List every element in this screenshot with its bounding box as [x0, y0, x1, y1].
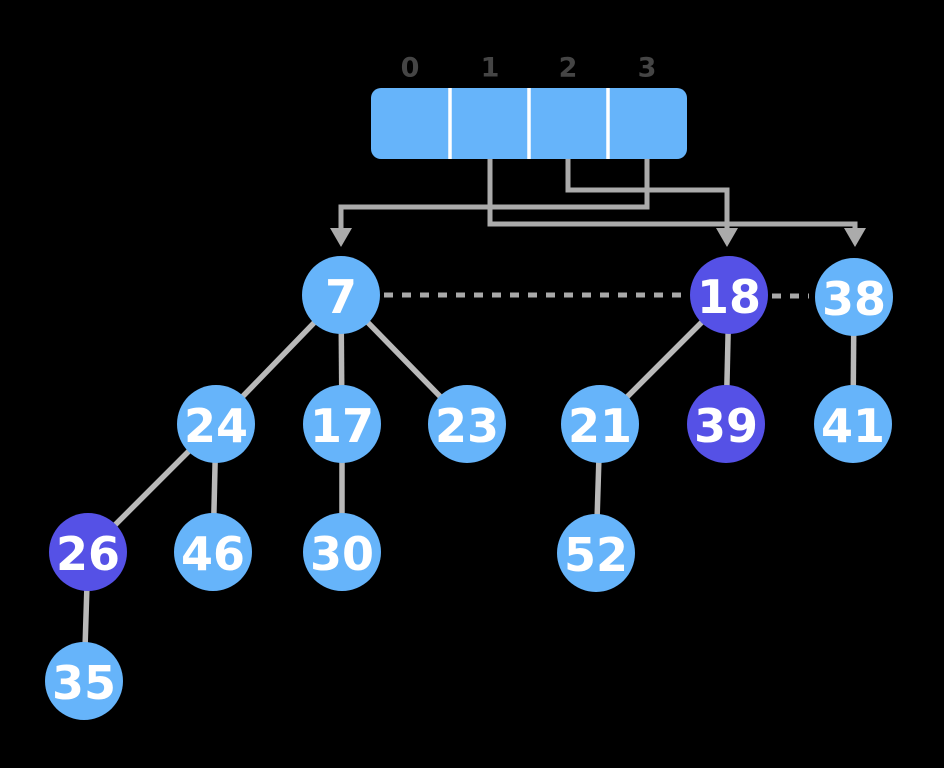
heap-node-17: 17	[303, 385, 381, 463]
heap-node-value: 7	[325, 270, 357, 324]
heap-node-24: 24	[177, 385, 255, 463]
array-index-label-0: 0	[401, 53, 420, 84]
heap-node-value: 35	[52, 656, 116, 710]
arrowhead-icon	[844, 228, 866, 247]
heap-node-46: 46	[174, 513, 252, 591]
heap-node-circle	[814, 385, 892, 463]
heap-node-circle	[177, 385, 255, 463]
heap-node-circle	[302, 256, 380, 334]
heap-node-circle	[687, 385, 765, 463]
array-pointer-arrow-to-7	[338, 159, 650, 228]
arrowhead-icon	[716, 228, 738, 247]
heap-node-value: 46	[181, 527, 245, 581]
array-index-label-1: 1	[481, 53, 500, 84]
heap-node-value: 26	[56, 527, 120, 581]
array-index-label-3: 3	[638, 53, 657, 84]
heap-node-value: 21	[568, 399, 632, 453]
heap-node-30: 30	[303, 513, 381, 591]
heap-node-value: 24	[184, 399, 248, 453]
heap-node-value: 38	[822, 272, 886, 326]
heap-node-circle	[557, 514, 635, 592]
heap-node-circle	[174, 513, 252, 591]
heap-node-value: 18	[697, 270, 761, 324]
heap-node-23: 23	[428, 385, 506, 463]
heap-node-value: 52	[564, 528, 628, 582]
heap-node-18-marked: 18	[690, 256, 768, 334]
array-index-label-2: 2	[559, 53, 578, 84]
heap-node-circle	[303, 385, 381, 463]
heap-node-52: 52	[557, 514, 635, 592]
heap-node-value: 30	[310, 527, 374, 581]
heap-node-value: 23	[435, 399, 499, 453]
array-pointer-layer	[330, 159, 866, 247]
root-list-layer	[384, 292, 809, 299]
heap-node-26-marked: 26	[49, 513, 127, 591]
degree-array: 0 1 2 3	[371, 53, 687, 159]
heap-node-circle	[428, 385, 506, 463]
heap-node-7: 7	[302, 256, 380, 334]
heap-node-value: 17	[310, 399, 374, 453]
heap-node-circle	[815, 258, 893, 336]
heap-node-circle	[561, 385, 639, 463]
heap-node-circle	[45, 642, 123, 720]
heap-node-35: 35	[45, 642, 123, 720]
heap-node-layer: 7 18 38 24 17 23 21 39 41 26 46 30 52 35	[45, 256, 893, 720]
heap-node-39-marked: 39	[687, 385, 765, 463]
heap-node-38: 38	[815, 258, 893, 336]
heap-node-41: 41	[814, 385, 892, 463]
heap-node-circle	[690, 256, 768, 334]
heap-node-21: 21	[561, 385, 639, 463]
heap-node-circle	[49, 513, 127, 591]
heap-node-value: 39	[694, 399, 758, 453]
arrowhead-icon	[330, 228, 352, 247]
tree-edge-layer	[81, 293, 857, 682]
heap-node-value: 41	[821, 399, 885, 453]
array-pointer-arrow-to-38	[487, 159, 858, 228]
heap-node-circle	[303, 513, 381, 591]
